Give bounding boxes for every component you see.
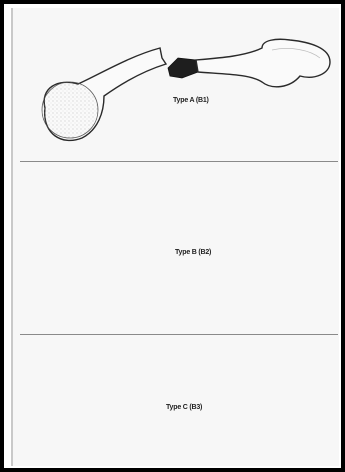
type-a-fracture-zone (168, 58, 198, 78)
panel-divider-1 (20, 161, 338, 162)
type-a-femoral-head (42, 82, 98, 138)
type-a-distal-bone (196, 39, 330, 87)
caption-type-a: Type A (B1) (173, 97, 209, 104)
panel-type-a-drawing (42, 39, 330, 140)
panel-divider-2 (20, 334, 338, 335)
caption-type-c: Type C (B3) (166, 404, 202, 411)
caption-type-b: Type B (B2) (175, 249, 211, 256)
